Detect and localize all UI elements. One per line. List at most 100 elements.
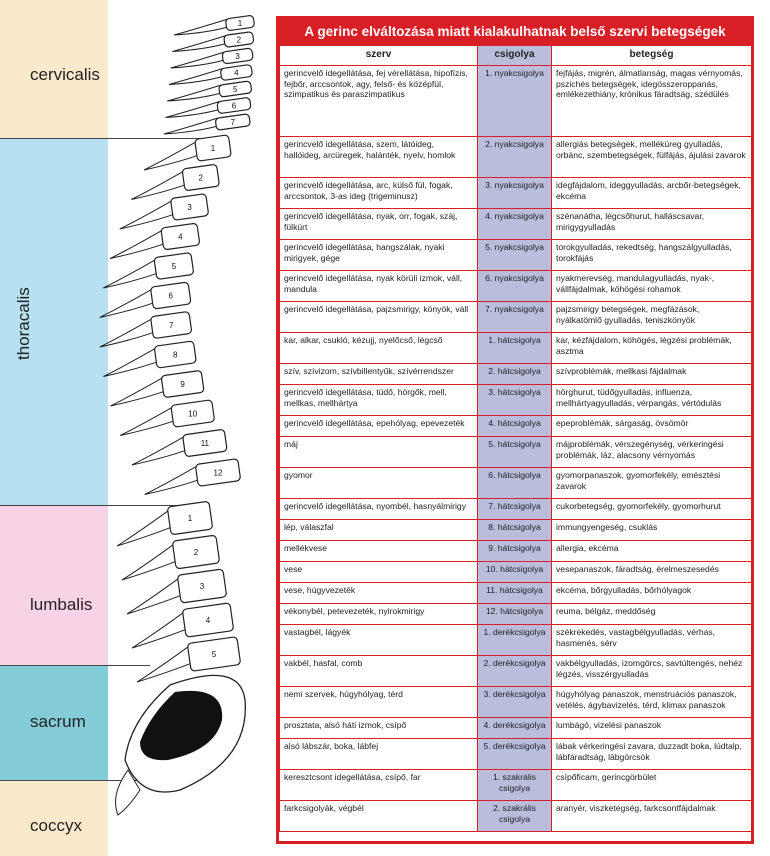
szerv-cell: alsó lábszár, boka, lábfej [279,738,478,770]
thoracic-vertebra-1-body [194,134,232,162]
lumbar-vertebra-2-process [121,542,177,581]
thoracic-vertebra-2-body [181,164,220,191]
sacrum-black-shape [140,690,223,761]
cervical-vertebra-1-body [225,15,255,31]
szerv-cell: farkcsigolyák, végbél [279,800,478,832]
cervical-vertebra-7-process [163,117,218,135]
region-band-4 [0,780,108,856]
csigolya-cell: 1. hátcsigolya [477,332,552,364]
thoracic-vertebra-3-body [170,193,209,221]
szerv-cell: gerincvelő idegellátása, hangszálak, nya… [279,239,478,271]
cervical-vertebra-4-number: 4 [234,69,239,78]
cervical-vertebra-1-number: 1 [238,19,243,28]
betegseg-cell: húgyhólyag panaszok, menstruációs panasz… [551,686,752,718]
szerv-cell: prosztata, alsó háti izmok, csípő [279,717,478,739]
thoracic-vertebra-6-number: 6 [169,292,174,301]
csigolya-cell: 5. nyakcsigolya [477,239,552,271]
region-band-2 [0,505,108,665]
cervical-vertebra-4-body [220,64,253,81]
lumbar-vertebra-1-body [167,501,213,535]
betegseg-cell: pajzsmirigy betegségek, megfázások, nyál… [551,301,752,333]
betegseg-cell: idegfájdalom, ideggyulladás, arcbőr-bete… [551,177,752,209]
csigolya-cell: 11. hátcsigolya [477,582,552,604]
szerv-cell: vese [279,561,478,583]
lumbar-vertebra-2-body [172,534,220,570]
csigolya-cell: 5. derékcsigolya [477,738,552,770]
csigolya-cell: 6. nyakcsigolya [477,270,552,302]
thoracic-vertebra-1-process [143,140,199,171]
lumbar-vertebra-4-number: 4 [206,616,211,625]
csigolya-cell: 9. hátcsigolya [477,540,552,562]
csigolya-cell: 4. derékcsigolya [477,717,552,739]
thoracic-vertebra-11-body [182,429,228,457]
thoracic-vertebra-5-number: 5 [172,262,177,271]
thoracic-vertebra-2-number: 2 [199,174,204,183]
szerv-cell: vese, húgyvezeték [279,582,478,604]
szerv-cell: keresztcsont idegellátása, csípő, far [279,769,478,801]
csigolya-cell: 8. hátcsigolya [477,519,552,541]
thoracic-vertebra-2-process [131,169,186,200]
csigolya-cell: 4. nyakcsigolya [477,208,552,240]
szerv-cell: gerincvelő idegellátása, szem, látóideg,… [279,136,478,178]
table-row: gerincvelő idegellátása, fej vérellátása… [279,65,752,137]
betegseg-cell: kar, kézfájdalom, köhögés, légzési probl… [551,332,752,364]
szerv-cell: gerincvelő idegellátása, tüdő, hörgők, m… [279,384,478,416]
betegseg-cell: gyomorpanaszok, gyomorfekély, emésztési … [551,467,752,499]
szerv-cell: gerincvelő idegellátása, pajzsmirigy, kö… [279,301,478,333]
table-row: gerincvelő idegellátása, arc, külső fül,… [279,177,752,209]
thoracic-vertebra-7-body [150,311,193,339]
thoracic-vertebra-3-process [119,199,175,230]
thoracic-vertebra-11-process [131,435,187,466]
lumbar-vertebra-3-number: 3 [200,582,205,591]
betegseg-cell: fejfájás, migrén, álmatlanság, magas vér… [551,65,752,137]
lumbar-vertebra-4-process [131,610,187,649]
betegseg-cell: nyakmerevség, mandulagyulladás, nyak-, v… [551,270,752,302]
cervical-vertebra-6-process [165,101,220,118]
szerv-cell: nemi szervek, húgyhólyag, térd [279,686,478,718]
betegseg-cell: szívproblémák, mellkasi fájdalmak [551,363,752,385]
cervical-vertebra-5-process [167,84,222,102]
betegseg-cell: allergia, ekcéma [551,540,752,562]
szerv-cell: gerincvelő idegellátása, nyak, orr, foga… [279,208,478,240]
lumbar-vertebra-1-number: 1 [188,514,193,523]
thoracic-vertebra-8-body [154,340,197,369]
szerv-cell: szív, szívizom, szívbillentyűk, szívérre… [279,363,478,385]
betegseg-cell: vakbélgyulladás, izomgörcs, savtúltengés… [551,655,752,687]
csigolya-cell: 12. hátcsigolya [477,603,552,625]
thoracic-vertebra-8-number: 8 [173,351,178,360]
szerv-cell: gyomor [279,467,478,499]
region-label: lumbalis [30,595,93,614]
csigolya-cell: 1. szakrális csigolya [477,769,552,801]
szerv-cell: gerincvelő idegellátása, epehólyag, epev… [279,415,478,437]
csigolya-cell: 3. hátcsigolya [477,384,552,416]
cervical-vertebra-7-number: 7 [231,118,236,127]
region-band-0 [0,0,108,138]
betegseg-cell: cukorbetegség, gyomorfekély, gyomorhurut [551,498,752,520]
table-row: gerincvelő idegellátása, nyombél, hasnyá… [279,498,752,520]
betegseg-cell: lumbágó, vizelési panaszok [551,717,752,739]
table-row: szív, szívizom, szívbillentyűk, szívérre… [279,363,752,385]
betegseg-cell: reuma, bélgáz, meddőség [551,603,752,625]
thoracic-vertebra-4-number: 4 [178,233,183,242]
table-row: gerincvelő idegellátása, hangszálak, nya… [279,239,752,271]
lumbar-vertebra-4-body [182,602,234,638]
csigolya-cell: 2. szakrális csigolya [477,800,552,832]
csigolya-cell: 1. derékcsigolya [477,624,552,656]
cervical-vertebra-7-body [215,113,251,131]
header-szerv: szerv [279,45,478,66]
cervical-vertebra-2-body [223,31,255,48]
betegseg-cell: vesepanaszok, fáradtság, érelmeszesedés [551,561,752,583]
region-band-1 [0,138,108,505]
szerv-cell: gerincvelő idegellátása, arc, külső fül,… [279,177,478,209]
csigolya-cell: 2. derékcsigolya [477,655,552,687]
szerv-cell: máj [279,436,478,468]
thoracic-vertebra-6-process [99,287,154,318]
table-title: A gerinc elváltozása miatt kialakulhatna… [279,19,751,45]
cervical-vertebra-2-process [172,35,227,52]
